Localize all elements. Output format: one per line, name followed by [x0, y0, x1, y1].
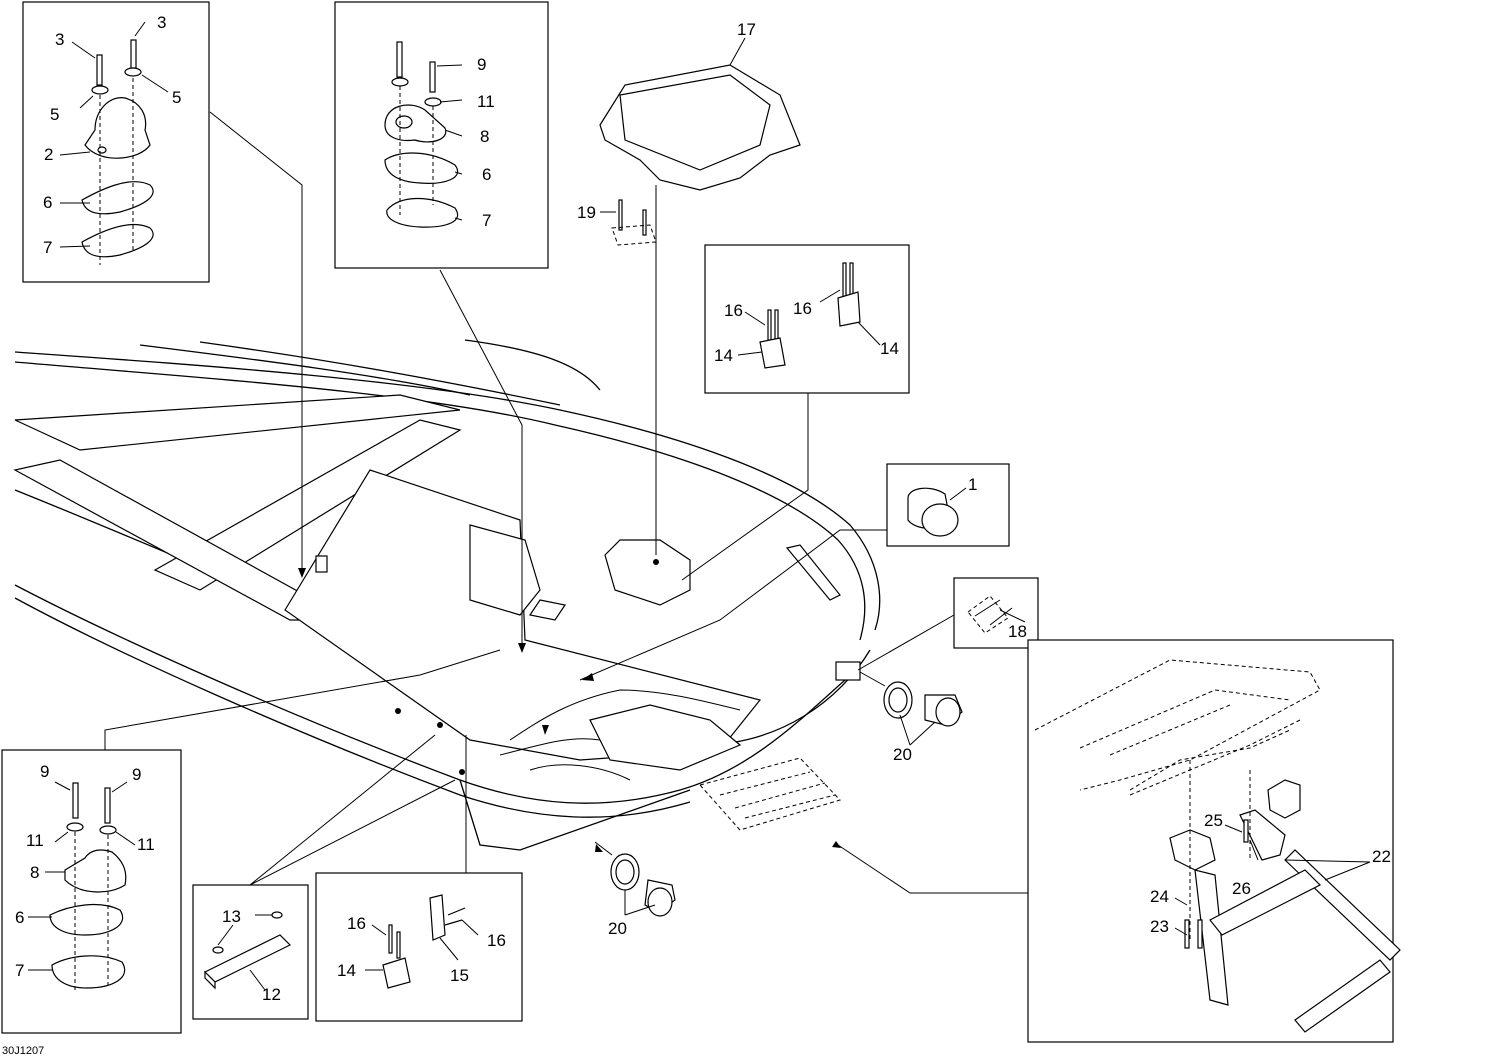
label-14-c: 14 [337, 961, 356, 980]
label-23: 23 [1150, 917, 1169, 936]
label-7-a: 7 [43, 238, 52, 257]
part-20-grommet-upper [859, 671, 963, 746]
label-9-b: 9 [40, 762, 49, 781]
label-3-right: 3 [157, 13, 166, 32]
label-7-c: 7 [15, 961, 24, 980]
label-24: 24 [1150, 887, 1169, 906]
leader-lines [209, 111, 841, 852]
label-8-a: 8 [480, 127, 489, 146]
label-13: 13 [222, 907, 241, 926]
hull-body [13, 339, 881, 851]
label-1: 1 [968, 475, 977, 494]
detail-box-engine-mount-b [334, 1, 549, 269]
label-20-lower: 20 [608, 919, 627, 938]
detail-box-boarding-ladder [834, 639, 1401, 1043]
label-18: 18 [1008, 622, 1027, 641]
label-26: 26 [1232, 879, 1251, 898]
label-12: 12 [262, 985, 281, 1004]
detail-box-brackets-upper [681, 244, 910, 581]
detail-box-part-18 [857, 577, 1039, 671]
label-17: 17 [737, 20, 756, 39]
detail-box-drain-plug [579, 463, 1010, 681]
label-6-b: 6 [482, 165, 491, 184]
label-11-a: 11 [477, 92, 495, 111]
label-16-d: 16 [487, 931, 506, 950]
label-5-left: 5 [50, 105, 59, 124]
label-16-a: 16 [724, 301, 743, 320]
label-6-a: 6 [43, 193, 52, 212]
label-22: 22 [1372, 847, 1391, 866]
label-19: 19 [577, 203, 596, 222]
detail-box-brackets-lower [315, 735, 523, 1022]
part-19-rivets [600, 199, 657, 246]
label-15: 15 [450, 966, 469, 985]
detail-box-part-12-13 [192, 734, 456, 1020]
label-11-c: 11 [137, 835, 155, 854]
callout-labels: 3 3 5 5 2 6 7 9 11 8 6 7 17 19 16 16 14 … [2, 13, 1391, 1057]
label-8-b: 8 [30, 863, 39, 882]
label-9-c: 9 [132, 765, 141, 784]
label-11-b: 11 [26, 831, 44, 850]
part-20-grommet-lower [594, 841, 676, 917]
detail-box-engine-mount-c [1, 649, 501, 1034]
label-14-a: 14 [714, 346, 733, 365]
label-20-upper: 20 [893, 745, 912, 764]
label-16-b: 16 [793, 299, 812, 318]
label-25: 25 [1204, 811, 1223, 830]
part-17-storage-cover [599, 37, 801, 565]
label-7-b: 7 [482, 211, 491, 230]
label-3-left: 3 [55, 30, 64, 49]
label-16-c: 16 [347, 914, 366, 933]
label-5-right: 5 [172, 88, 181, 107]
label-2: 2 [44, 145, 53, 164]
detail-box-engine-mount-a [22, 1, 210, 283]
label-6-c: 6 [15, 908, 24, 927]
drawing-code: 30J1207 [2, 1045, 44, 1057]
label-9-a: 9 [477, 55, 486, 74]
label-14-b: 14 [880, 339, 899, 358]
